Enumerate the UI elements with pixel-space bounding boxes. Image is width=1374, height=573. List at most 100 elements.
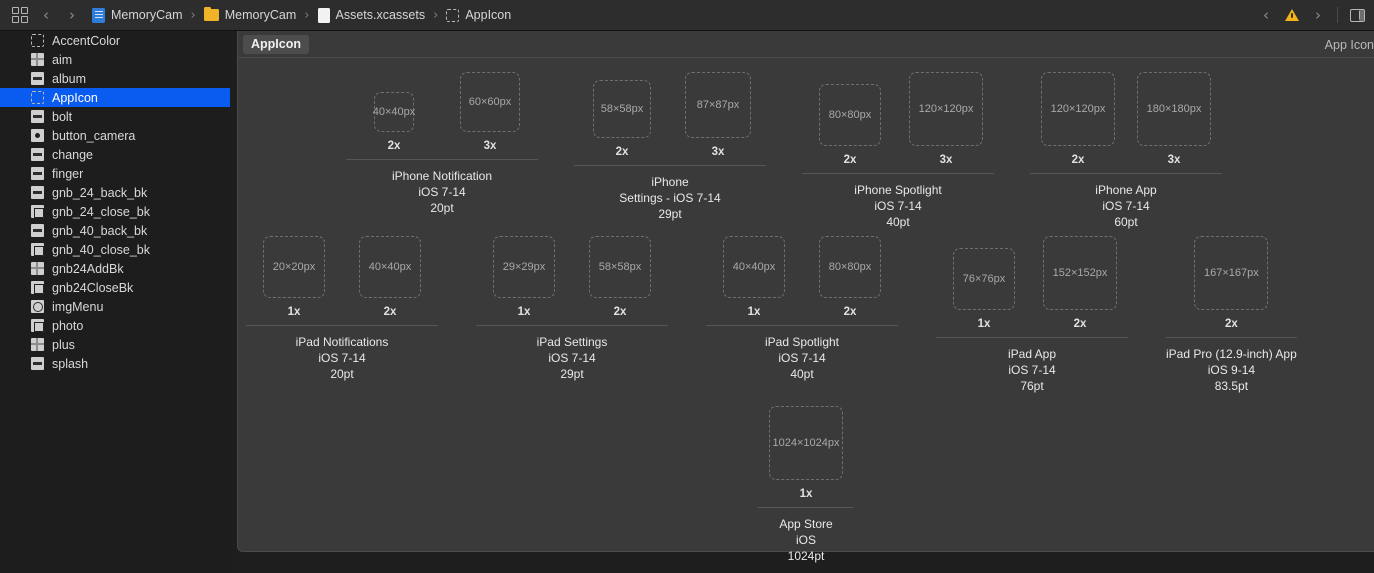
icon-drop-well[interactable]: 60×60px: [460, 72, 520, 132]
close-x-icon: [31, 205, 44, 218]
sidebar-item-gnb24closebk[interactable]: gnb24CloseBk: [0, 278, 230, 297]
sidebar-item-change[interactable]: change: [0, 145, 230, 164]
navigate-back-button[interactable]: ‹: [33, 2, 59, 28]
change-icon: [31, 148, 44, 161]
icon-size-label: 40×40px: [368, 261, 412, 273]
icon-drop-well[interactable]: 29×29px: [493, 236, 555, 298]
icon-size-label: 29×29px: [502, 261, 546, 273]
sidebar-item-gnb-24-back-bk[interactable]: gnb_24_back_bk: [0, 183, 230, 202]
inspector-panel-icon: [1349, 8, 1365, 22]
icon-drop-well[interactable]: 120×120px: [1041, 72, 1115, 146]
icon-group-os: iOS: [795, 533, 816, 547]
icon-drop-well[interactable]: 152×152px: [1043, 236, 1117, 310]
toolbar-right-controls: ‹ ›: [1253, 0, 1374, 31]
group-divider: [706, 325, 898, 326]
icon-drop-well[interactable]: 40×40px: [359, 236, 421, 298]
sidebar-item-gnb-24-close-bk[interactable]: gnb_24_close_bk: [0, 202, 230, 221]
icon-drop-well[interactable]: 80×80px: [819, 236, 881, 298]
sidebar-item-appicon[interactable]: AppIcon: [0, 88, 230, 107]
icon-slot: 40×40px 2x: [342, 236, 438, 318]
icon-scale-label: 2x: [1073, 318, 1087, 330]
sidebar-item-bolt[interactable]: bolt: [0, 107, 230, 126]
warning-triangle-icon: [1285, 9, 1299, 21]
icon-scale-label: 3x: [1167, 154, 1181, 166]
icon-drop-well[interactable]: 80×80px: [819, 84, 881, 146]
icon-drop-well[interactable]: 120×120px: [909, 72, 983, 146]
grid-icon: [31, 53, 44, 66]
sidebar-item-gnb-40-close-bk[interactable]: gnb_40_close_bk: [0, 240, 230, 259]
icon-scale-label: 1x: [747, 306, 761, 318]
sidebar-item-photo[interactable]: photo: [0, 316, 230, 335]
icon-group-os: iOS 7-14: [778, 351, 826, 365]
icon-size-label: 80×80px: [828, 261, 872, 273]
back-arrow-icon: [31, 186, 44, 199]
icon-scale-label: 1x: [799, 488, 813, 500]
breadcrumb-label: Assets.xcassets: [335, 8, 426, 22]
warning-indicator[interactable]: [1279, 2, 1305, 28]
icon-size-label: 20×20px: [272, 261, 316, 273]
sidebar-item-plus[interactable]: plus: [0, 335, 230, 354]
plus-icon: [31, 262, 44, 275]
tab-appicon[interactable]: AppIcon: [243, 34, 309, 54]
next-issue-button[interactable]: ›: [1305, 2, 1331, 28]
icon-drop-well[interactable]: 180×180px: [1137, 72, 1211, 146]
breadcrumb-item-catalog[interactable]: Assets.xcassets: [317, 7, 426, 23]
sidebar-item-splash[interactable]: splash: [0, 354, 230, 373]
group-divider: [1030, 173, 1222, 174]
sidebar-item-album[interactable]: album: [0, 69, 230, 88]
sidebar-item-gnb-40-back-bk[interactable]: gnb_40_back_bk: [0, 221, 230, 240]
breadcrumb-item-group[interactable]: MemoryCam: [203, 6, 296, 22]
icon-drop-well[interactable]: 58×58px: [589, 236, 651, 298]
sidebar-item-imgmenu[interactable]: imgMenu: [0, 297, 230, 316]
sidebar-item-aim[interactable]: aim: [0, 50, 230, 69]
breadcrumb-item-project[interactable]: MemoryCam: [92, 7, 183, 23]
icon-group-os: iOS 9-14: [1207, 363, 1256, 377]
sidebar-item-finger[interactable]: finger: [0, 164, 230, 183]
sidebar-item-gnb24addbk[interactable]: gnb24AddBk: [0, 259, 230, 278]
icon-drop-well[interactable]: 40×40px: [373, 92, 415, 132]
sidebar-item-label: gnb_40_back_bk: [52, 223, 148, 238]
icon-group-title: iPhone: [651, 175, 689, 189]
icon-group-title: iPhone Spotlight: [854, 183, 942, 197]
icon-group-pt: 40pt: [790, 367, 814, 381]
group-divider: [1166, 337, 1297, 338]
sidebar-item-label: album: [52, 71, 87, 86]
breadcrumb-item-appicon[interactable]: AppIcon: [446, 8, 511, 22]
dashed-square-icon: [446, 8, 460, 22]
icon-size-label: 60×60px: [468, 96, 512, 108]
photo-icon: [31, 319, 44, 332]
icon-group-os: Settings - iOS 7-14: [619, 191, 721, 205]
grid-view-button[interactable]: [7, 2, 33, 28]
icon-group-title: iPad Pro (12.9-inch) App: [1166, 347, 1297, 361]
icon-slot: 180×180px 3x: [1126, 72, 1222, 166]
icon-group-caption: iPad Spotlight iOS 7-14 40pt: [706, 334, 898, 382]
sidebar-item-accentcolor[interactable]: AccentColor: [0, 31, 230, 50]
icon-scale-label: 3x: [711, 146, 725, 158]
toggle-inspector-button[interactable]: [1344, 2, 1370, 28]
icon-drop-well[interactable]: 87×87px: [685, 72, 751, 138]
icon-drop-well[interactable]: 1024×1024px: [769, 406, 843, 480]
icon-drop-well[interactable]: 40×40px: [723, 236, 785, 298]
sidebar-item-label: gnb24AddBk: [52, 261, 124, 276]
icon-group-title: iPad Spotlight: [764, 335, 840, 349]
icon-scale-label: 1x: [287, 306, 301, 318]
icon-drop-well[interactable]: 167×167px: [1194, 236, 1269, 310]
icon-drop-well[interactable]: 58×58px: [593, 80, 651, 138]
icon-scale-label: 2x: [383, 306, 397, 318]
icon-drop-well[interactable]: 76×76px: [953, 248, 1015, 310]
breadcrumb: MemoryCam › MemoryCam › Assets.xcassets …: [92, 0, 511, 31]
previous-issue-button[interactable]: ‹: [1253, 2, 1279, 28]
navigate-forward-button[interactable]: ›: [59, 2, 85, 28]
icon-drop-well[interactable]: 20×20px: [263, 236, 325, 298]
icon-group-os: iOS 7-14: [318, 351, 366, 365]
sidebar-item-button-camera[interactable]: button_camera: [0, 126, 230, 145]
